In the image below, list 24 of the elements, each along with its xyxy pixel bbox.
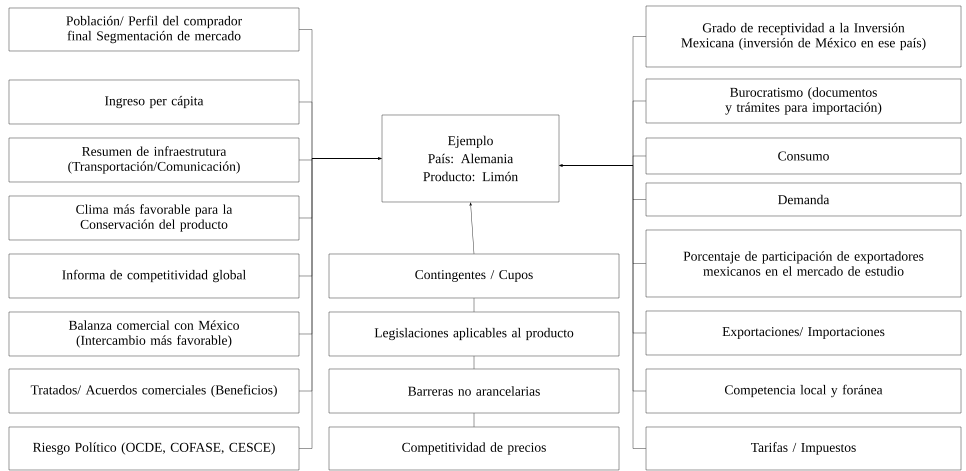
text-box: Riesgo Político (OCDE, COFASE, CESCE) [8, 426, 300, 470]
text-box: Burocratismo (documentos y trámites para importación) [646, 78, 962, 124]
text-box: Grado de receptividad a la Inversión Mexicana (inversión de México en ese país) [646, 6, 962, 68]
text-box: Exportaciones/ Importaciones [646, 310, 962, 356]
connector [299, 157, 382, 449]
text-box: Porcentaje de participación de exportadores mexicanos en el mercado de estudio [646, 230, 962, 298]
text-box: Consumo [646, 138, 962, 174]
connector [559, 164, 646, 449]
text-box: Tarifas / Impuestos [646, 426, 962, 470]
text-box: Barreras no arancelarias [328, 368, 620, 414]
text-box: Informa de competitividad global [8, 254, 300, 298]
example-box: Ejemplo País: Alemania Producto: Limón [382, 114, 560, 202]
text-box: Competitividad de precios [328, 426, 620, 470]
connector [469, 202, 474, 254]
text-box: Clima más favorable para la Conservación del producto [8, 196, 300, 240]
text-box: Población/ Perfil del comprador final Segmentación de mercado [8, 8, 300, 52]
text-box: Balanza comercial con México (Intercambio más favorable) [8, 312, 300, 356]
text-box: Demanda [646, 182, 962, 216]
text-box: Tratados/ Acuerdos comerciales (Beneficios) [8, 368, 300, 414]
text-box: Contingentes / Cupos [328, 254, 620, 298]
text-box: Ingreso per cápita [8, 80, 300, 124]
text-box: Competencia local y foránea [646, 368, 962, 414]
text-box: Resumen de infraestrutura (Transportación/Comunicación) [8, 138, 300, 182]
text-box: Legislaciones aplicables al producto [328, 312, 620, 356]
